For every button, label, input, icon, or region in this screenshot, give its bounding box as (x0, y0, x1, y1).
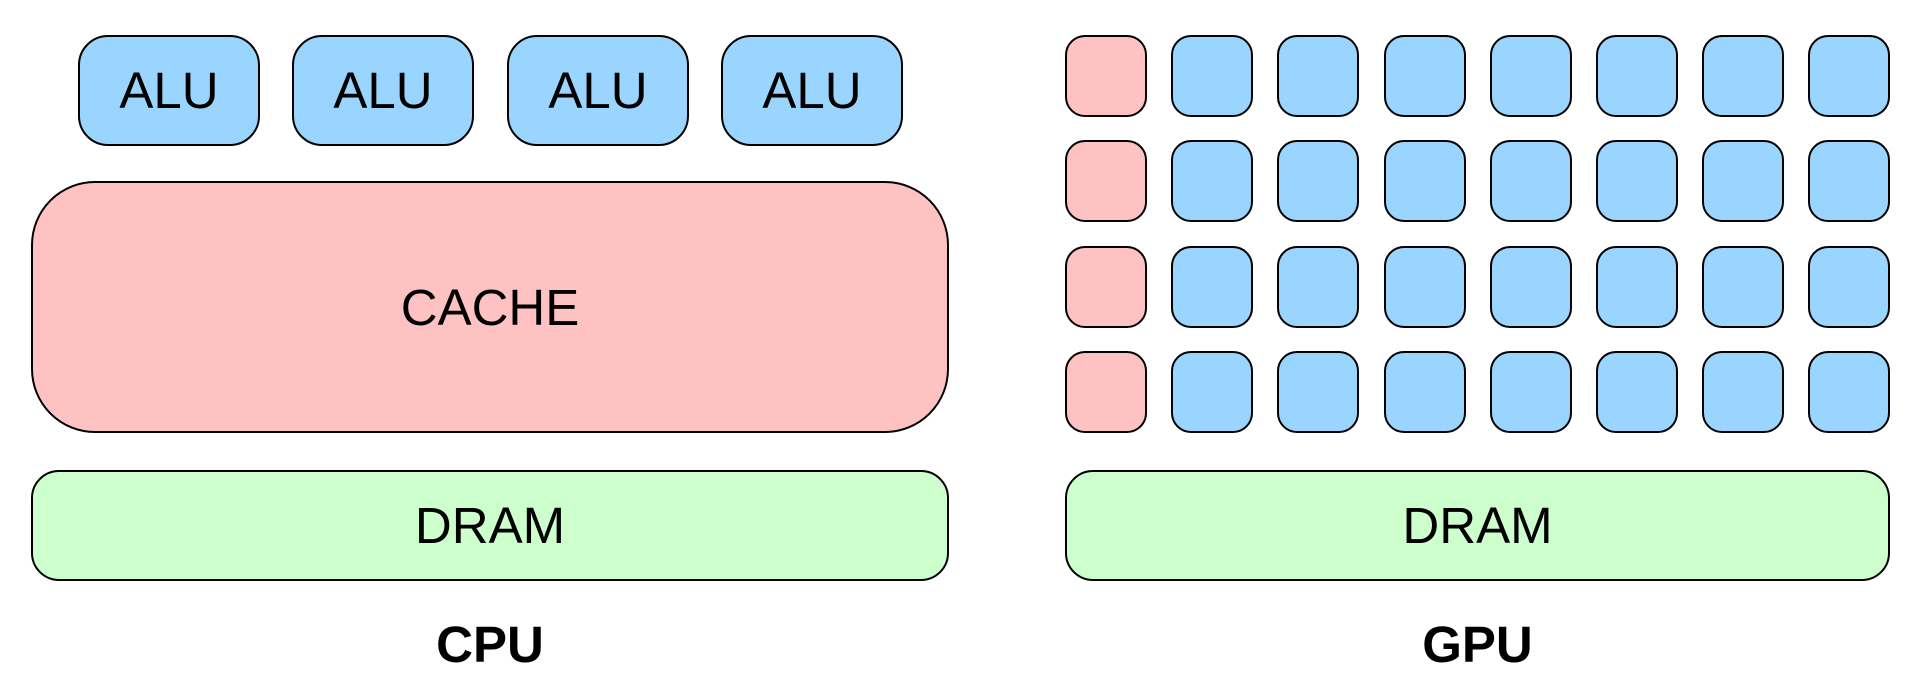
gpu-alu-cell (1596, 35, 1678, 117)
gpu-alu-cell (1384, 351, 1466, 433)
gpu-cache-cell (1065, 351, 1147, 433)
gpu-alu-cell (1171, 35, 1253, 117)
gpu-alu-cell (1277, 140, 1359, 222)
gpu-cache-cell (1065, 140, 1147, 222)
gpu-alu-cell (1702, 140, 1784, 222)
gpu-alu-cell (1171, 140, 1253, 222)
gpu-alu-cell (1808, 351, 1890, 433)
cpu-alu-1: ALU (78, 35, 260, 146)
gpu-alu-cell (1171, 351, 1253, 433)
gpu-alu-cell (1171, 246, 1253, 328)
gpu-dram-block: DRAM (1065, 470, 1890, 581)
gpu-alu-cell (1277, 35, 1359, 117)
gpu-alu-cell (1384, 246, 1466, 328)
gpu-alu-cell (1490, 351, 1572, 433)
gpu-alu-cell (1384, 140, 1466, 222)
cpu-alu-2: ALU (292, 35, 474, 146)
cpu-alu-3: ALU (507, 35, 689, 146)
cpu-cache-block: CACHE (31, 181, 949, 433)
gpu-alu-cell (1596, 246, 1678, 328)
gpu-alu-cell (1702, 246, 1784, 328)
gpu-alu-cell (1384, 35, 1466, 117)
gpu-alu-cell (1808, 35, 1890, 117)
gpu-alu-cell (1277, 246, 1359, 328)
gpu-alu-cell (1596, 351, 1678, 433)
gpu-alu-cell (1490, 35, 1572, 117)
gpu-cache-cell (1065, 35, 1147, 117)
gpu-alu-cell (1277, 351, 1359, 433)
cpu-dram-block: DRAM (31, 470, 949, 581)
gpu-alu-cell (1702, 35, 1784, 117)
gpu-alu-cell (1596, 140, 1678, 222)
gpu-caption: GPU (1422, 616, 1533, 673)
cpu-caption: CPU (436, 616, 544, 673)
gpu-core-grid (1065, 35, 1890, 434)
gpu-alu-cell (1808, 246, 1890, 328)
gpu-alu-cell (1702, 351, 1784, 433)
gpu-cache-cell (1065, 246, 1147, 328)
cpu-alu-4: ALU (721, 35, 903, 146)
gpu-alu-cell (1490, 246, 1572, 328)
gpu-alu-cell (1808, 140, 1890, 222)
gpu-alu-cell (1490, 140, 1572, 222)
